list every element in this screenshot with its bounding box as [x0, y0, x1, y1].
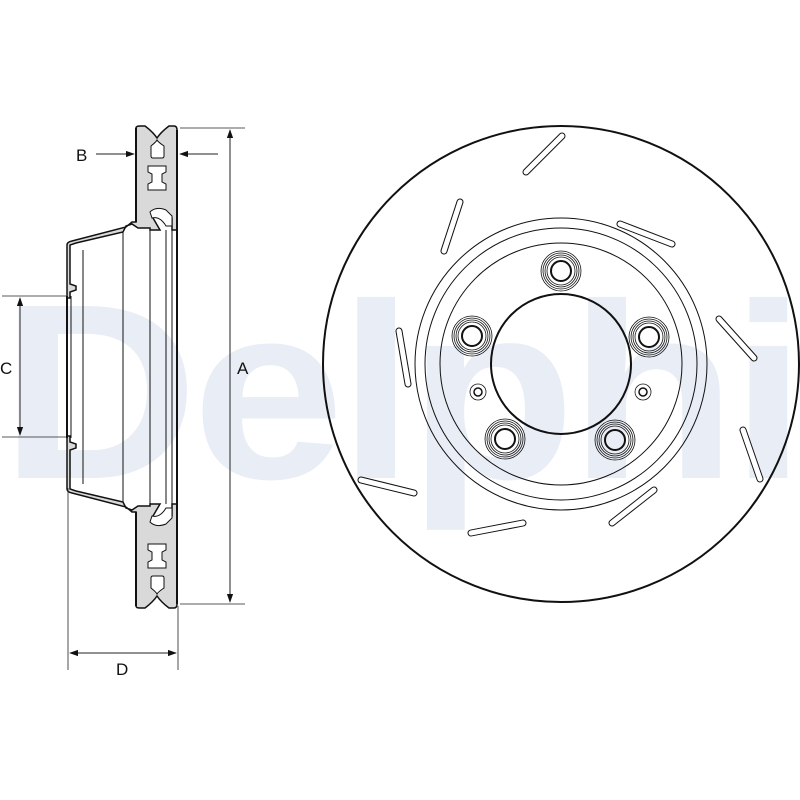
vent-cutout	[149, 207, 173, 227]
bolt-hole	[540, 250, 582, 292]
side-view: A B C D	[0, 125, 249, 679]
slot	[522, 132, 566, 176]
vent-cutout	[149, 507, 173, 527]
bolt-hole	[451, 315, 493, 357]
slot	[616, 220, 676, 248]
disc-outer-edge	[322, 125, 800, 603]
hat-ring-outer	[414, 217, 708, 511]
hat-body-lines	[82, 230, 173, 504]
slot	[739, 426, 764, 483]
slot	[715, 315, 758, 362]
locating-hole	[634, 383, 652, 401]
slot	[357, 476, 418, 497]
dimension-label-c: C	[0, 359, 12, 378]
dimension-c: C	[0, 295, 66, 438]
locating-hole	[469, 383, 487, 401]
dimension-label-a: A	[237, 359, 249, 378]
front-view	[322, 125, 800, 603]
dimension-b: B	[76, 146, 218, 165]
dimension-a: A	[180, 127, 249, 605]
vent-cutout	[150, 138, 165, 159]
dimension-label-b: B	[76, 146, 87, 165]
hat-ring-mid	[424, 227, 698, 501]
vent-cutout	[147, 543, 167, 569]
bolt-hole	[628, 316, 670, 358]
vent-cutout	[150, 575, 165, 596]
slot	[440, 198, 464, 255]
bolt-hole	[484, 418, 526, 460]
dimension-d: D	[67, 488, 179, 679]
slot	[467, 519, 527, 537]
dimension-label-d: D	[116, 660, 128, 679]
slot	[395, 327, 412, 388]
watermark-logo: Delphi	[0, 252, 800, 531]
vent-cutout	[147, 165, 167, 191]
center-bore	[490, 293, 632, 435]
bolt-hole	[594, 419, 636, 461]
hat-ring-inner	[439, 242, 683, 486]
slot	[608, 486, 658, 527]
